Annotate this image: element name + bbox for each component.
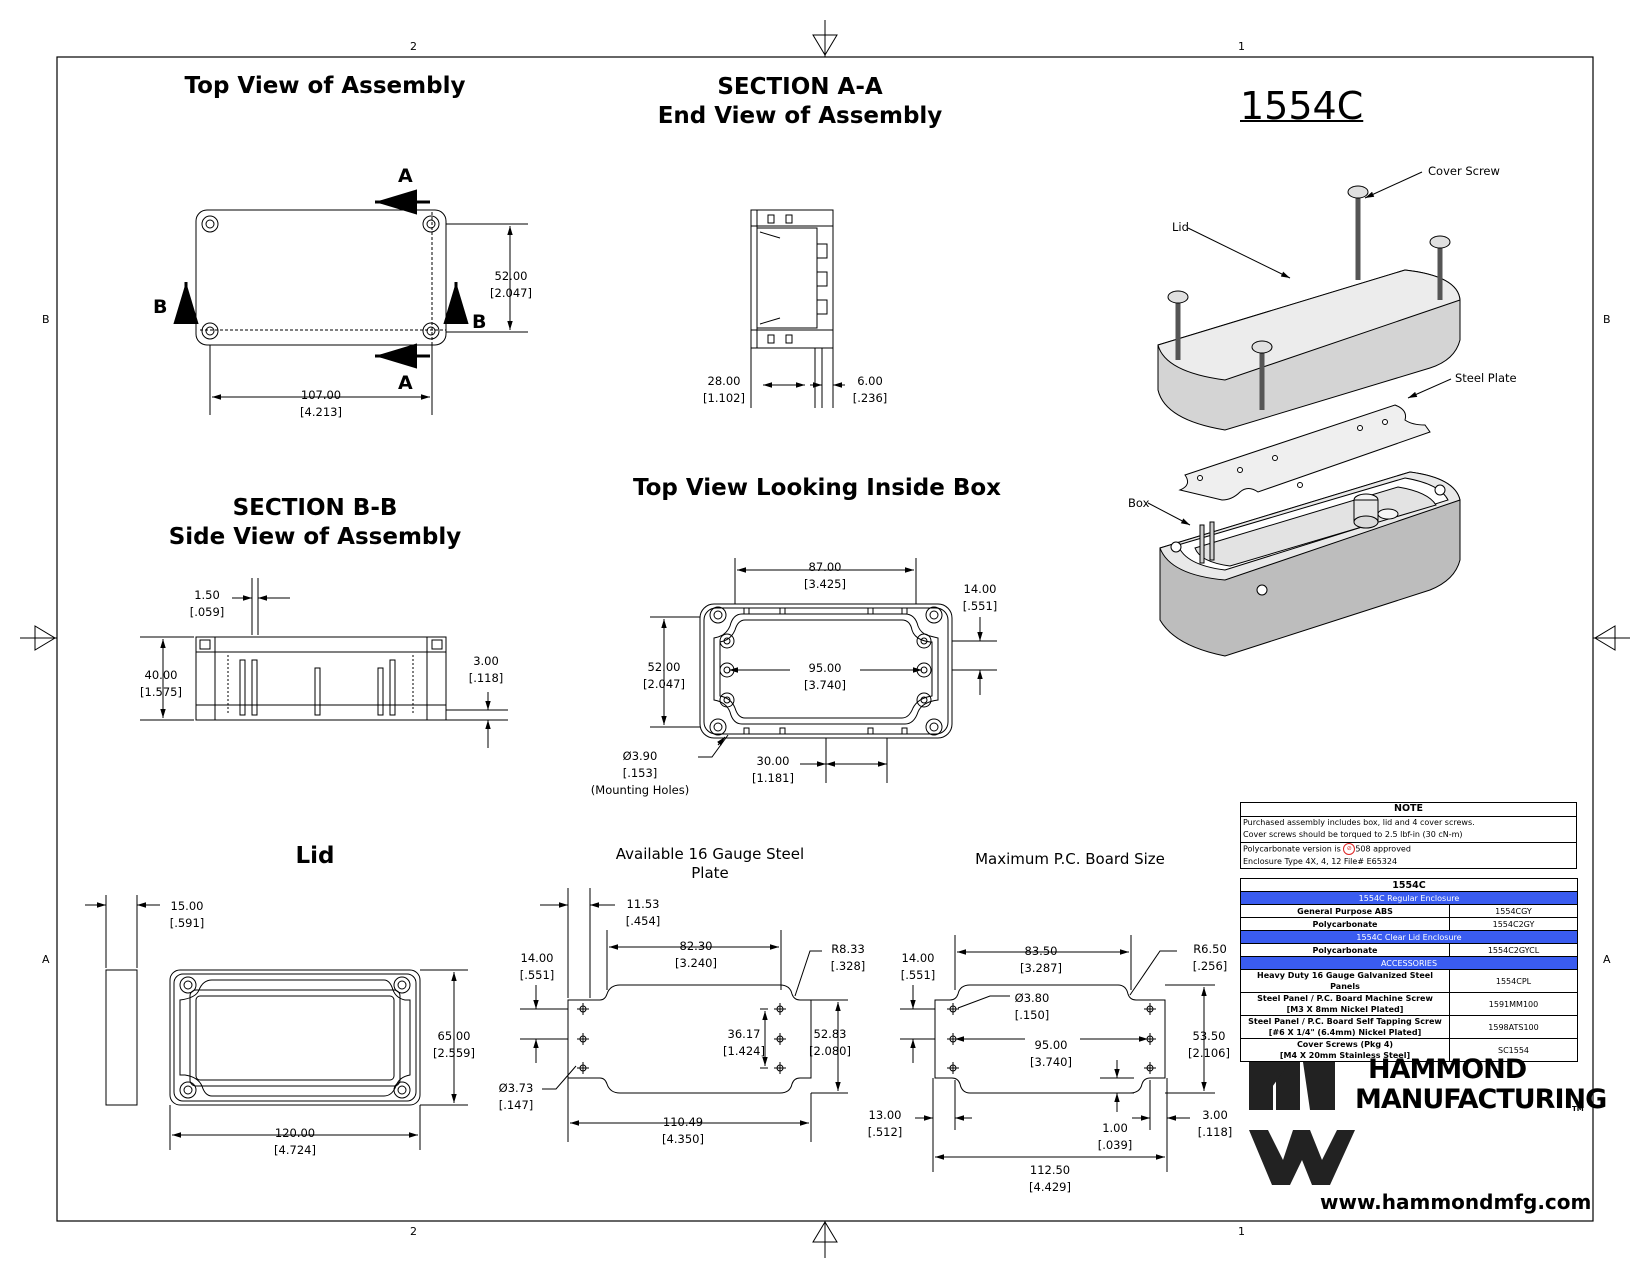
dim-inside-width: 87.00[3.425] <box>804 560 846 591</box>
title-section-aa: SECTION A-A <box>717 74 883 100</box>
section-label-a-bottom: A <box>398 372 413 394</box>
dim-pcb-112: 112.50[4.429] <box>1029 1163 1071 1194</box>
table-band-accessories: ACCESSORIES <box>1240 956 1578 970</box>
dim-plate-52: 52.83[2.080] <box>809 1027 851 1058</box>
table-header: 1554C <box>1240 878 1578 892</box>
zone-top-2: 2 <box>410 40 417 53</box>
dim-side-lip: 3.00[.118] <box>468 654 504 685</box>
exploded-isometric-view <box>1147 171 1461 657</box>
dim-plate-hole: Ø3.73[.147] <box>498 1081 534 1112</box>
note-line-2: Cover screws should be torqued to 2.5 lb… <box>1241 829 1576 843</box>
dim-lid-width: 120.00[4.724] <box>274 1126 316 1157</box>
center-mark-bottom <box>812 1221 838 1258</box>
center-mark-top <box>812 20 838 57</box>
dim-end-width: 28.00[1.102] <box>703 374 745 405</box>
dim-top-width: 107.00[4.213] <box>300 388 342 419</box>
section-bb-geometry <box>140 578 508 748</box>
title-section-bb: SECTION B-B <box>232 495 398 521</box>
dim-lid-thickness: 15.00[.591] <box>169 899 205 930</box>
zone-right-a: A <box>1603 953 1611 966</box>
section-aa-geometry <box>750 209 845 408</box>
dim-pcb-14: 14.00[.551] <box>900 951 936 982</box>
zone-left-a: A <box>42 953 50 966</box>
lid-top-geometry <box>169 969 468 1150</box>
table-row: Steel Panel / P.C. Board Machine Screw[M… <box>1240 992 1578 1016</box>
table-row: Heavy Duty 16 Gauge Galvanized Steel Pan… <box>1240 969 1578 993</box>
dim-plate-14: 14.00[.551] <box>519 951 555 982</box>
dim-mounting-holes: Ø3.90[.153](Mounting Holes) <box>590 749 690 797</box>
title-top-view: Top View of Assembly <box>184 73 466 99</box>
callout-cover-screw: Cover Screw <box>1428 164 1500 178</box>
ul-listed-icon: ⊘ <box>1343 842 1356 855</box>
note-line-1: Purchased assembly includes box, lid and… <box>1243 817 1475 827</box>
zone-left-b: B <box>42 313 50 326</box>
zone-right-b: B <box>1603 313 1611 326</box>
note-line-3: Polycarbonate version is ⊘508 approved <box>1243 842 1411 855</box>
section-label-a-top: A <box>398 165 413 187</box>
title-inside-box: Top View Looking Inside Box <box>632 475 1002 501</box>
zone-bottom-1: 1 <box>1238 1225 1245 1238</box>
title-lid: Lid <box>295 843 335 869</box>
logo-tm: TM <box>1572 1105 1584 1113</box>
dim-top-height: 52.00[2.047] <box>490 269 532 300</box>
title-steel-plate: Available 16 Gauge Steel <box>615 845 805 863</box>
callout-lid: Lid <box>1172 220 1189 234</box>
note-box: NOTE Purchased assembly includes box, li… <box>1240 802 1577 869</box>
dim-pcb-hole: Ø3.80[.150] <box>1014 991 1050 1022</box>
title-steel-plate-2: Plate <box>691 864 729 882</box>
dim-plate-36: 36.17[1.424] <box>723 1027 765 1058</box>
lid-side-geometry <box>85 895 160 1106</box>
zone-bottom-2: 2 <box>410 1225 417 1238</box>
center-mark-left <box>20 625 57 651</box>
note-header: NOTE <box>1241 803 1576 817</box>
title-end-view: End View of Assembly <box>657 103 943 129</box>
dim-inside-edge: 14.00[.551] <box>962 582 998 613</box>
logo-manufacturing: MANUFACTURING <box>1355 1084 1607 1115</box>
table-band-clear-lid: 1554C Clear Lid Enclosure <box>1240 930 1578 944</box>
table-band-regular: 1554C Regular Enclosure <box>1240 891 1578 905</box>
dim-side-height: 40.00[1.575] <box>140 668 182 699</box>
dim-pcb-1: 1.00[.039] <box>1097 1121 1133 1152</box>
dim-plate-82: 82.30[3.240] <box>675 939 717 970</box>
dim-inside-30: 30.00[1.181] <box>752 754 794 785</box>
section-label-b-left: B <box>153 296 168 318</box>
table-row: Steel Panel / P.C. Board Self Tapping Sc… <box>1240 1015 1578 1039</box>
table-row: Cover Screws (Pkg 4)[M4 X 20mm Stainless… <box>1240 1038 1578 1062</box>
part-number-table: 1554C 1554C Regular Enclosure General Pu… <box>1240 878 1578 1062</box>
steel-plate-geometry <box>520 888 848 1142</box>
title-side-view: Side View of Assembly <box>168 524 462 550</box>
title-pcb: Maximum P.C. Board Size <box>975 850 1165 868</box>
dim-pcb-53: 53.50[2.106] <box>1188 1029 1230 1060</box>
dim-plate-110: 110.49[4.350] <box>662 1115 704 1146</box>
note-line-4: Enclosure Type 4X, 4, 12 File# E65324 <box>1243 856 1398 866</box>
dim-plate-11: 11.53[.454] <box>625 897 661 928</box>
dim-plate-radius: R8.33[.328] <box>830 942 866 973</box>
hammond-logo-mark <box>1249 1062 1355 1185</box>
dim-side-wall: 1.50[.059] <box>189 588 225 619</box>
dim-pcb-95: 95.00[3.740] <box>1030 1038 1072 1069</box>
dim-lid-height: 65.00[2.559] <box>433 1029 475 1060</box>
website-link[interactable]: www.hammondmfg.com <box>1320 1190 1592 1214</box>
zone-top-1: 1 <box>1238 40 1245 53</box>
dim-inside-height: 52.00[2.047] <box>643 660 685 691</box>
callout-box: Box <box>1128 496 1150 510</box>
dim-pcb-radius: R6.50[.256] <box>1192 942 1228 973</box>
dim-pcb-3: 3.00[.118] <box>1197 1108 1233 1139</box>
section-label-b-right: B <box>472 311 487 333</box>
center-mark-right <box>1593 625 1630 651</box>
dim-pcb-13: 13.00[.512] <box>867 1108 903 1139</box>
dim-end-thickness: 6.00[.236] <box>852 374 888 405</box>
dim-inside-hole-spacing: 95.00[3.740] <box>804 661 846 692</box>
top-view-geometry <box>173 189 528 415</box>
pcb-geometry <box>900 935 1215 1172</box>
callout-steel-plate: Steel Plate <box>1455 371 1517 385</box>
logo-hammond: HAMMOND <box>1368 1054 1527 1085</box>
inside-box-geometry <box>650 558 997 783</box>
dim-pcb-83: 83.50[3.287] <box>1020 944 1062 975</box>
part-number: 1554C <box>1240 84 1364 128</box>
